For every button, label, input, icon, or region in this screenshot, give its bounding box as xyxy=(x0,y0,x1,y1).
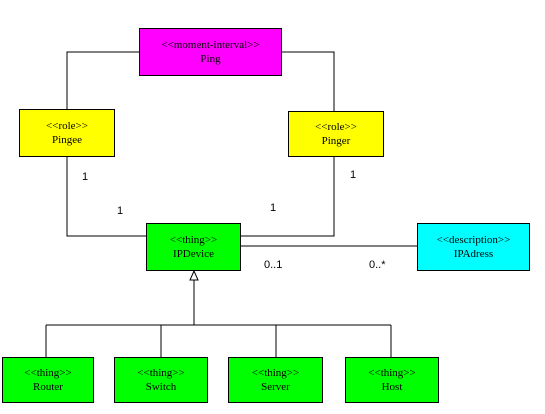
server-stereotype: <<thing>> xyxy=(251,367,300,379)
pinger-stereotype: <<role>> xyxy=(315,121,357,133)
class-router: <<thing>> Router xyxy=(2,357,94,403)
class-ping: <<moment-interval>> Ping xyxy=(139,28,282,76)
class-ipadress: <<description>> IPAdress xyxy=(417,223,530,271)
pingee-name: Pingee xyxy=(52,134,82,146)
ping-stereotype: <<moment-interval>> xyxy=(161,39,260,51)
association-ping-pinger xyxy=(282,51,335,111)
association-pingee-ipdevice xyxy=(66,157,146,237)
class-switch: <<thing>> Switch xyxy=(114,357,208,403)
switch-name: Switch xyxy=(145,381,177,393)
multiplicity-ipdevice-to-ipadress: 0..1 xyxy=(264,259,283,271)
multiplicity-pingee-ipdevice-end: 1 xyxy=(117,205,124,217)
class-host: <<thing>> Host xyxy=(345,357,439,403)
pingee-stereotype: <<role>> xyxy=(46,120,88,132)
class-pinger: <<role>> Pinger xyxy=(288,111,384,157)
host-stereotype: <<thing>> xyxy=(368,367,416,379)
multiplicity-pinger-ipdevice-end: 1 xyxy=(270,202,277,214)
class-server: <<thing>> Server xyxy=(228,357,323,403)
host-name: Host xyxy=(381,381,403,393)
multiplicity-pinger-end: 1 xyxy=(350,169,357,181)
class-ipdevice: <<thing>> IPDevice xyxy=(146,223,241,271)
server-name: Server xyxy=(261,381,290,393)
ipdevice-name: IPDevice xyxy=(173,248,214,260)
generalization-arrowhead xyxy=(189,269,199,281)
association-pinger-ipdevice xyxy=(241,157,335,237)
ipadress-name: IPAdress xyxy=(453,248,494,260)
pinger-name: Pinger xyxy=(321,135,351,147)
class-pingee: <<role>> Pingee xyxy=(19,109,115,157)
association-ping-pingee xyxy=(66,51,139,109)
switch-stereotype: <<thing>> xyxy=(137,367,185,379)
multiplicity-ipadress-from-ipdevice: 0..* xyxy=(369,259,386,271)
multiplicity-pingee-end: 1 xyxy=(82,171,89,183)
router-stereotype: <<thing>> xyxy=(24,367,72,379)
router-name: Router xyxy=(33,381,63,393)
ipadress-stereotype: <<description>> xyxy=(436,234,511,246)
ipdevice-stereotype: <<thing>> xyxy=(169,234,218,246)
ping-name: Ping xyxy=(200,53,221,65)
